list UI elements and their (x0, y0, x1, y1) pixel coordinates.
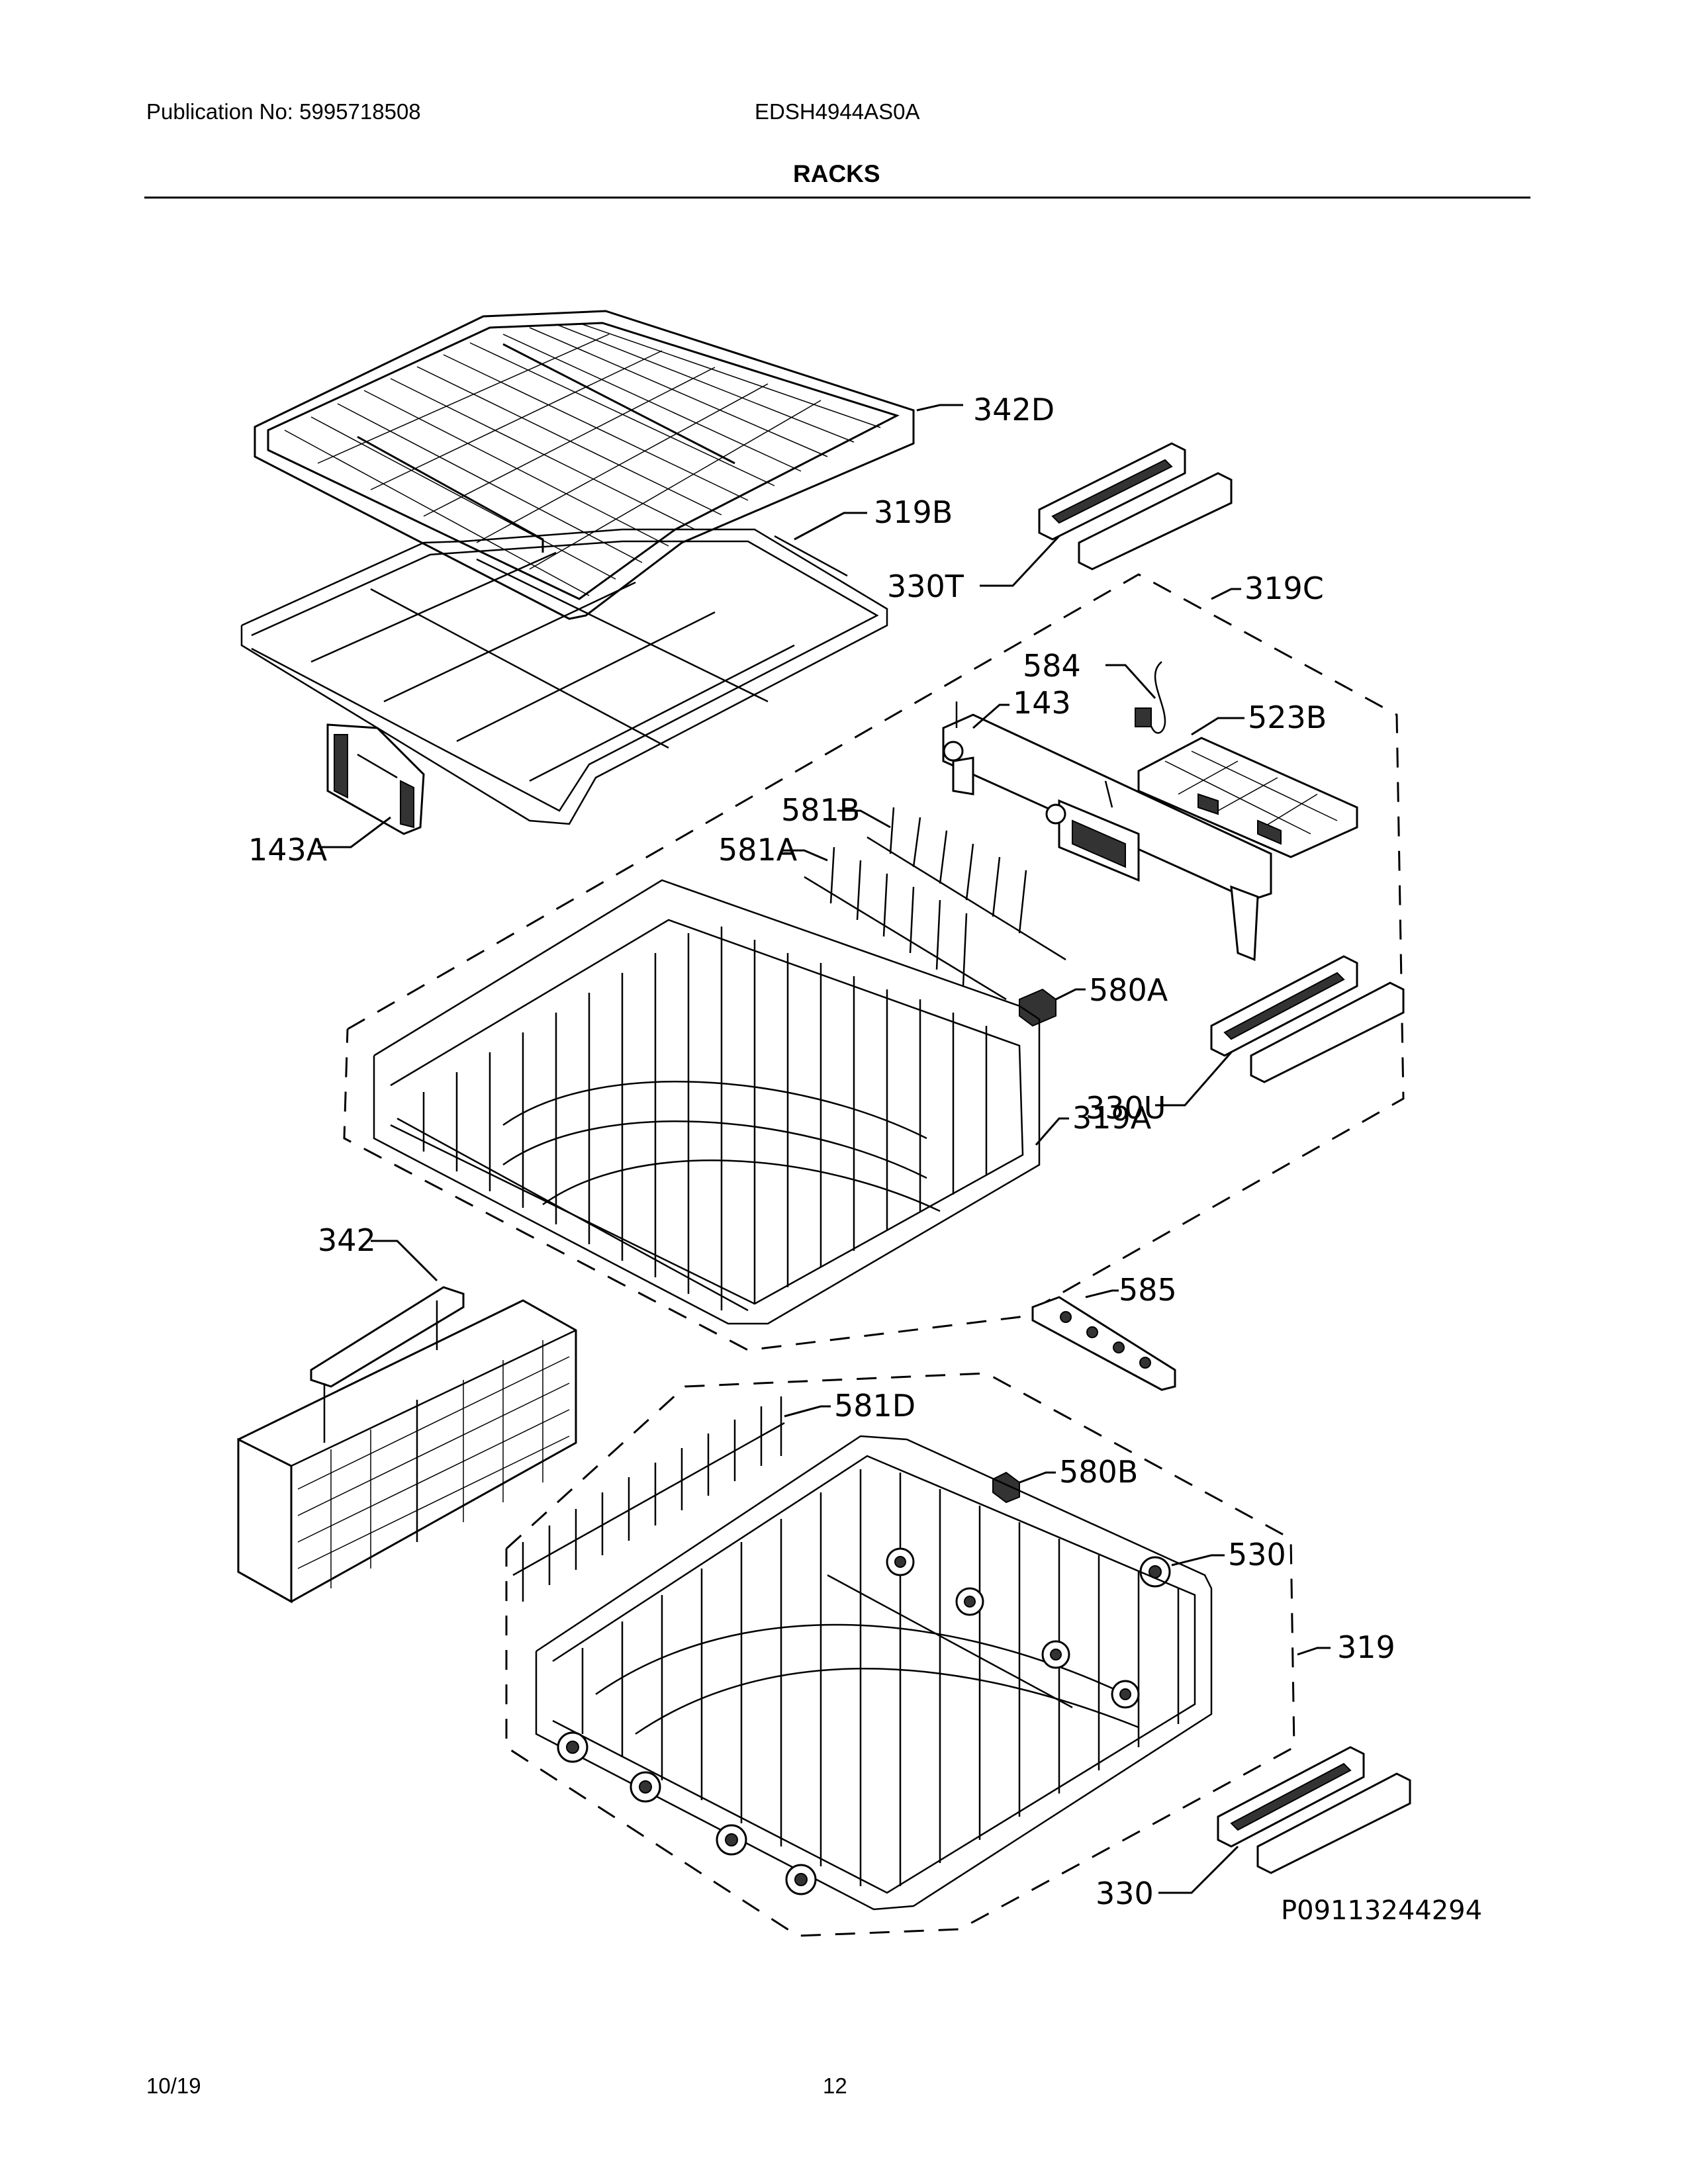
callout-530: 530 (1228, 1537, 1286, 1572)
leader-319A (1035, 1117, 1069, 1146)
lower-rack-wheels (557, 1547, 1140, 1895)
callout-330U: 330U (1086, 1090, 1166, 1126)
leader-319C (1211, 588, 1241, 600)
side-trim-330T (1038, 442, 1233, 570)
upper-rack-basket-319A (373, 879, 1041, 1325)
lower-rack-basket (535, 1435, 1213, 1911)
leader-580A (1055, 988, 1086, 1001)
clip-strip-585 (1031, 1296, 1176, 1391)
callout-319B: 319B (874, 494, 953, 530)
callout-330: 330 (1096, 1876, 1154, 1911)
publication-number: Publication No: 5995718508 (146, 99, 421, 124)
side-trim-330U (1210, 955, 1405, 1083)
clip-580B (992, 1471, 1020, 1504)
clip-tray-523B (1137, 737, 1358, 858)
leader-319B (794, 512, 867, 541)
leader-580B (1019, 1471, 1056, 1484)
group-outline-319 (505, 1372, 1295, 1937)
cutlery-tray-342D (254, 310, 915, 620)
leader-330T (980, 535, 1060, 587)
group-outline-319C (343, 573, 1405, 1351)
leader-143A (318, 816, 391, 848)
tine-row-581A (804, 846, 1007, 1001)
callout-523B: 523B (1248, 700, 1327, 735)
clip-580A (1019, 988, 1056, 1027)
callout-581D: 581D (834, 1388, 915, 1424)
leader-342 (371, 1240, 438, 1282)
callout-584: 584 (1023, 648, 1081, 684)
leader-584 (1105, 664, 1156, 700)
leader-581D (784, 1405, 831, 1418)
callout-585: 585 (1119, 1272, 1177, 1308)
callout-319C: 319C (1244, 570, 1324, 606)
rack-frame-319B (240, 528, 888, 825)
callout-581A: 581A (718, 832, 798, 868)
leader-143 (972, 704, 1009, 729)
callout-143A: 143A (248, 832, 328, 868)
callout-143: 143 (1013, 685, 1071, 721)
leader-523B (1191, 717, 1244, 736)
callout-342D: 342D (973, 392, 1055, 428)
callout-330T: 330T (887, 569, 964, 604)
bracket-143A (326, 723, 425, 835)
model-number: EDSH4944AS0A (755, 99, 920, 124)
callout-581B: 581B (781, 792, 860, 828)
leader-319 (1297, 1647, 1331, 1656)
leader-581B (837, 809, 891, 829)
leader-585 (1085, 1289, 1119, 1298)
footer-page-number: 12 (823, 2073, 847, 2098)
rail-assembly-143 (942, 702, 1272, 962)
section-title: RACKS (793, 160, 880, 187)
cutlery-basket-342 (237, 1286, 577, 1604)
tine-row-581B (867, 807, 1066, 961)
callout-319: 319 (1337, 1629, 1395, 1665)
leader-530 (1171, 1554, 1225, 1567)
diagram-reference-code: P09113244294 (1281, 1895, 1482, 1926)
footer-date: 10/19 (146, 2073, 201, 2098)
leader-342D (916, 404, 963, 412)
header-rule (144, 197, 1530, 199)
callout-580B: 580B (1059, 1454, 1138, 1490)
tine-row-581D (512, 1396, 785, 1602)
leader-581A (781, 849, 828, 862)
callout-580A: 580A (1089, 972, 1168, 1008)
callout-319A: 319A (1072, 1100, 1152, 1136)
callout-342: 342 (318, 1222, 376, 1258)
side-trim-330 (1217, 1746, 1411, 1874)
leader-330U (1155, 1052, 1233, 1107)
connector-584 (1135, 661, 1166, 734)
leader-330 (1158, 1845, 1239, 1894)
